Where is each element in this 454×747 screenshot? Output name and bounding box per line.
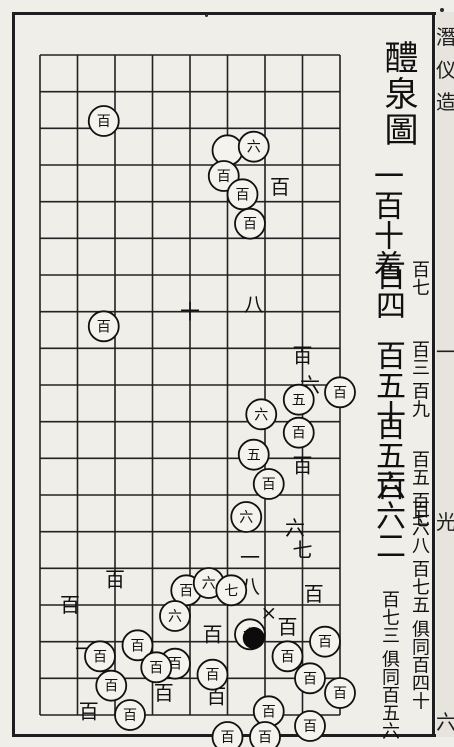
stone-label: 七 — [224, 583, 238, 599]
white-stone — [324, 677, 356, 709]
stone-label: 百 — [333, 385, 347, 401]
stone-label: 百 — [281, 649, 295, 665]
move-note-sub: 百七三 俱同百五六 — [379, 590, 400, 740]
white-stone — [140, 651, 173, 684]
stone-label: 六 — [202, 576, 216, 592]
white-stone — [87, 105, 120, 137]
edge-char: 一 — [436, 340, 454, 364]
edge-char: 仪 — [436, 58, 454, 82]
edge-char: 六 — [436, 710, 454, 734]
stone-label: 百 — [131, 638, 145, 654]
adjacent-page-edge: 潛 仪 造 一 光 六 — [436, 12, 454, 737]
edge-char: 光 — [436, 510, 454, 534]
board-mark: 百 — [278, 615, 298, 639]
board-mark: 百 — [206, 685, 226, 709]
move-note-sub: 百七 — [409, 260, 430, 296]
black-stone — [242, 627, 265, 649]
white-stone — [245, 398, 278, 431]
stone-label: 百 — [258, 730, 272, 746]
stone-label: 百 — [206, 668, 220, 684]
stone-label: 百 — [262, 477, 276, 493]
white-stone — [87, 310, 120, 343]
white-stone — [159, 600, 191, 632]
stone-label: 百 — [179, 583, 193, 599]
white-stone — [282, 383, 315, 416]
move-note-main: 百四 — [370, 260, 405, 320]
board-mark: × — [260, 600, 277, 624]
edge-char: 潛 — [436, 25, 454, 49]
stone-label: 百 — [318, 635, 332, 651]
white-stone — [196, 658, 229, 691]
stone-label: 五 — [247, 448, 261, 464]
stone-label: 百 — [292, 426, 306, 442]
board-mark: 百 — [203, 622, 223, 646]
white-stone — [294, 710, 326, 742]
board-mark: 一 — [240, 545, 260, 569]
white-stone — [294, 662, 326, 695]
white-stone — [95, 669, 128, 702]
move-note-main: 百六二 — [370, 470, 405, 560]
board-mark: 百 — [105, 567, 125, 591]
stone-label: 百 — [221, 730, 235, 746]
edge-char: 造 — [436, 90, 454, 114]
white-stone — [324, 376, 356, 409]
board-mark: 百 — [293, 454, 313, 478]
stone-label: 百 — [262, 704, 276, 720]
white-stone — [309, 625, 341, 658]
stone-label: 百 — [236, 187, 250, 203]
board-mark: 百 — [270, 175, 290, 199]
ink-speck — [440, 8, 444, 12]
board-mark: 八 — [244, 292, 264, 316]
stone-label: 百 — [243, 217, 257, 233]
board-mark: 百 — [79, 699, 99, 723]
stone-label: 百 — [97, 114, 111, 130]
board-mark: 十 — [180, 300, 200, 324]
stone-label: 五 — [292, 393, 306, 409]
diagram-title: 醴泉圖 — [378, 40, 418, 148]
stone-label: 六 — [168, 609, 182, 625]
white-stone — [249, 721, 281, 747]
white-stone — [252, 468, 285, 500]
stone-label: 六 — [247, 140, 261, 156]
white-stone — [226, 178, 259, 211]
board-mark: 百 — [60, 593, 80, 617]
stone-label: 百 — [303, 719, 317, 735]
board-mark: 七 — [293, 538, 313, 562]
ink-speck — [205, 14, 208, 17]
stone-label: 百 — [333, 686, 347, 702]
white-stone — [84, 640, 116, 673]
white-stone — [215, 574, 248, 607]
move-note-sub: 百三 百九 — [409, 340, 430, 418]
stone-label: 百 — [217, 169, 231, 185]
white-stone — [114, 699, 146, 731]
move-note-main: 一百十着 — [368, 160, 403, 280]
board-mark: 百 — [304, 582, 324, 606]
stone-label: 百 — [93, 649, 107, 665]
white-stone — [121, 629, 154, 662]
move-note-main: 百五六 — [370, 410, 405, 500]
stone-label: 百 — [97, 319, 111, 335]
white-stone — [282, 416, 315, 449]
board-mark: 百 — [154, 681, 174, 705]
white-stone — [230, 501, 263, 533]
stone-label: 六 — [254, 407, 268, 423]
white-stone — [211, 721, 244, 747]
board-mark: 百 — [293, 344, 313, 368]
frame-rule — [432, 12, 435, 737]
move-note-sub: 百六八 百七五 俱同百四十 — [409, 500, 430, 710]
stone-label: 六 — [239, 510, 253, 526]
stone-label: 百 — [123, 708, 137, 724]
white-stone — [237, 438, 270, 471]
move-note-sub: 百五 百七 — [409, 450, 430, 528]
move-note-main: 百五十 — [370, 340, 405, 430]
white-stone — [237, 130, 270, 163]
stone-label: 百 — [149, 660, 163, 676]
white-stone — [234, 207, 266, 240]
stone-label: 百 — [104, 679, 118, 695]
stone-label: 百 — [303, 671, 317, 687]
white-stone — [271, 640, 304, 673]
board-mark: 六 — [285, 516, 305, 540]
